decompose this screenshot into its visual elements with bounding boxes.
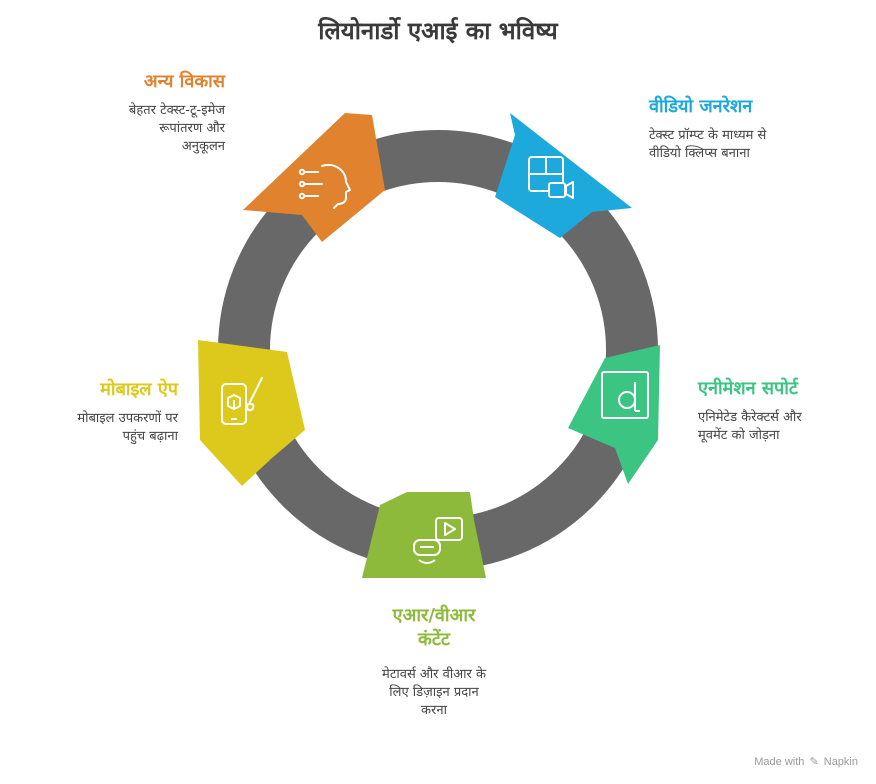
segment-arvr (362, 492, 486, 578)
node-arvr-heading: एआर/वीआर कंटेंट (392, 605, 476, 650)
node-mobile-description: मोबाइल उपकरणों पर पहुंच बढ़ाना (77, 411, 178, 444)
node-arvr-description: मेटावर्स और वीआर के लिए डिज़ाइन प्रदान क… (382, 667, 486, 718)
segment-mobile (198, 340, 305, 486)
made-with-credit: Made with ✎ Napkin (754, 756, 858, 768)
segment-video (495, 113, 632, 238)
node-other-description: बेहतर टेक्स्ट-टू-इमेज रूपांतरण और अनुकूल… (128, 103, 225, 154)
node-video-heading: वीडियो जनरेशन (649, 96, 753, 117)
node-video-text: वीडियो जनरेशन टेक्स्ट प्रॉम्प्ट के माध्य… (649, 95, 859, 163)
napkin-logo-icon: ✎ (809, 756, 819, 768)
page-title: लियोनार्डो एआई का भविष्य (318, 17, 558, 45)
node-other-heading: अन्य विकास (143, 71, 225, 92)
mobile-design-icon (221, 377, 263, 425)
vr-headset-icon (413, 517, 463, 564)
node-animation-description: एनिमेटेड कैरेक्टर्स और मूवमेंट को जोड़ना (698, 410, 802, 443)
node-arvr-text: एआर/वीआर कंटेंट मेटावर्स और वीआर के लिए … (334, 604, 534, 720)
video-layout-icon (528, 156, 574, 199)
ai-head-icon (298, 164, 351, 209)
animation-d-icon (601, 371, 649, 419)
node-other-text: अन्य विकास बेहतर टेक्स्ट-टू-इमेज रूपांतर… (25, 70, 225, 156)
node-mobile-heading: मोबाइल ऐप (100, 379, 178, 400)
segment-other (243, 113, 385, 242)
node-video-description: टेक्स्ट प्रॉम्प्ट के माध्यम से वीडियो क्… (649, 128, 767, 161)
node-animation-heading: एनीमेशन सपोर्ट (698, 378, 798, 399)
segment-animation (568, 345, 660, 484)
node-mobile-text: मोबाइल ऐप मोबाइल उपकरणों पर पहुंच बढ़ाना (8, 378, 178, 446)
node-animation-text: एनीमेशन सपोर्ट एनिमेटेड कैरेक्टर्स और मू… (698, 377, 868, 445)
